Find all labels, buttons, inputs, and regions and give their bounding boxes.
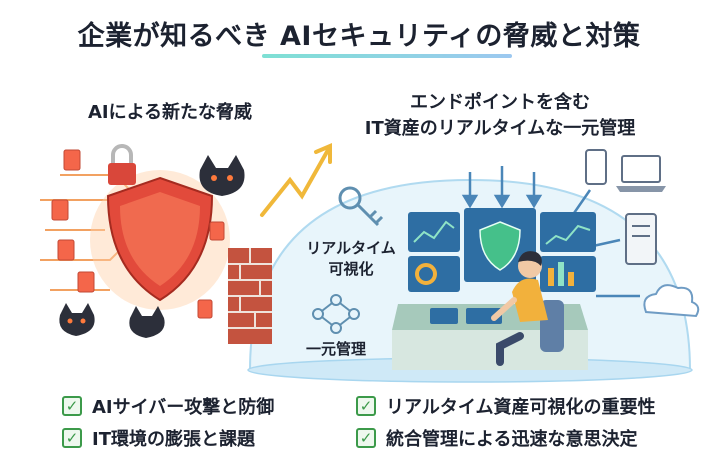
right-heading: エンドポイントを含む IT資産のリアルタイムな一元管理 (350, 90, 650, 142)
dome-label-visibility-line1: リアルタイム (306, 239, 396, 257)
right-heading-line2: IT資産のリアルタイムな一元管理 (364, 118, 636, 140)
left-heading: AIによる新たな脅威 (87, 102, 253, 123)
checklist-item: ✓ 統合管理による迅速な意思決定 (356, 425, 637, 451)
key-icon (338, 186, 384, 227)
shield-icon (90, 170, 230, 310)
network-icon (312, 294, 360, 334)
dome-label-management: 一元管理 (305, 340, 366, 358)
lock-icon (108, 144, 136, 185)
checkbox-icon: ✓ (62, 396, 82, 416)
checklist-item-label: IT環境の膨張と課題 (92, 429, 255, 450)
checkbox-icon: ✓ (356, 396, 376, 416)
dome-label-visibility-line2: 可視化 (328, 260, 374, 278)
arrow-up-icon (260, 142, 332, 217)
checklist-item: ✓ IT環境の膨張と課題 (62, 425, 255, 451)
checkbox-icon: ✓ (356, 428, 376, 448)
title-underline (262, 54, 512, 58)
checklist-item-label: AIサイバー攻撃と防御 (92, 397, 275, 418)
cloud-icon (643, 284, 700, 318)
person-icon (491, 251, 564, 366)
dome-label-visibility: リアルタイム 可視化 (296, 238, 406, 280)
checklist-item-label: リアルタイム資産可視化の重要性 (386, 397, 656, 418)
checkbox-icon: ✓ (62, 428, 82, 448)
document-icon (51, 149, 225, 319)
brick-wall-icon (228, 248, 272, 344)
laptop-icon (616, 155, 666, 192)
checklist-item: ✓ AIサイバー攻撃と防御 (62, 393, 274, 419)
right-heading-line1: エンドポイントを含む (410, 92, 590, 113)
monitor-array (408, 208, 596, 292)
checklist-item: ✓ リアルタイム資産可視化の重要性 (356, 393, 655, 419)
checklist-item-label: 統合管理による迅速な意思決定 (386, 429, 638, 450)
page-title: 企業が知るべき AIセキュリティの脅威と対策 (77, 21, 641, 52)
server-icon (625, 213, 657, 265)
phone-icon (585, 149, 607, 185)
incoming-arrows (461, 166, 640, 298)
cat-threat-icon (59, 155, 245, 338)
